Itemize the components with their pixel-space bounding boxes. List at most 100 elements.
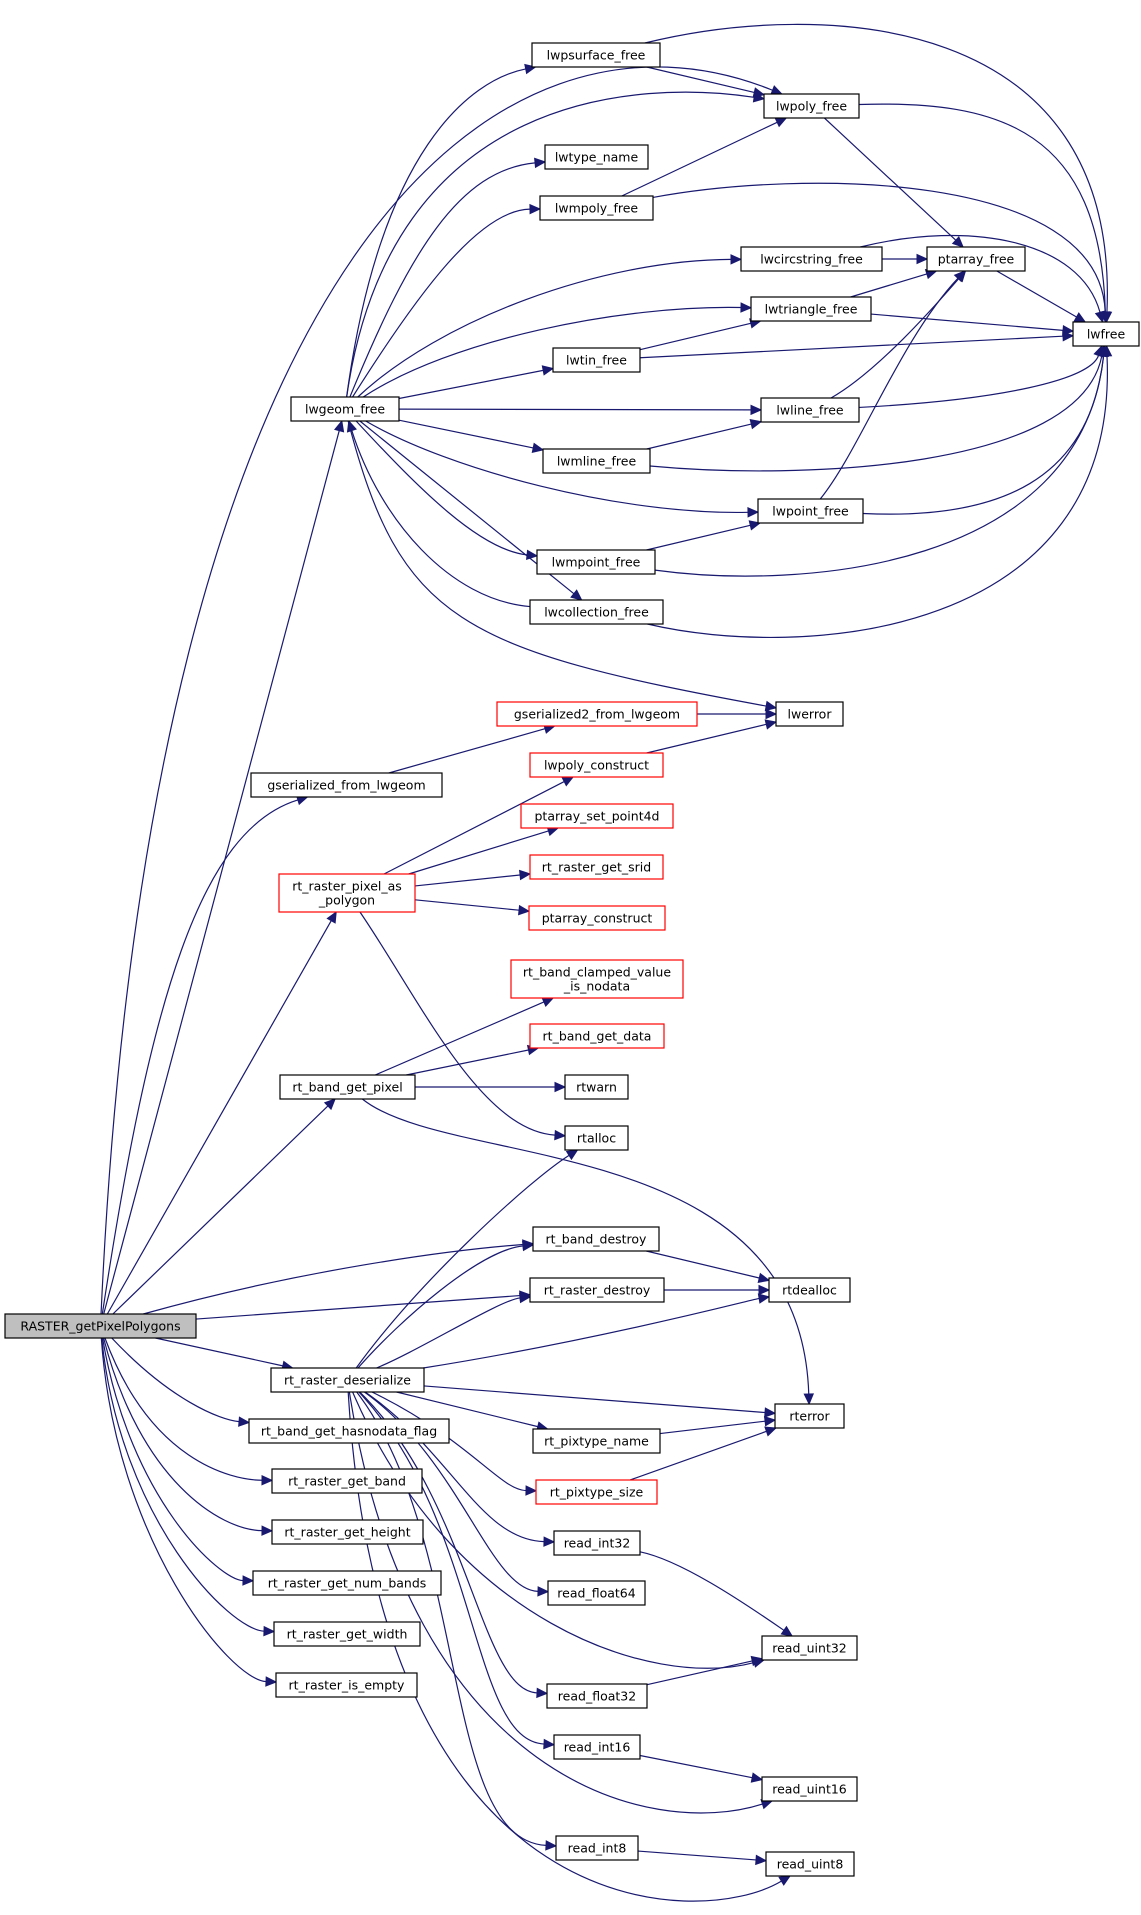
node-rt-band-destroy[interactable]: rt_band_destroy xyxy=(532,1226,660,1252)
node-ptarray-construct[interactable]: ptarray_construct xyxy=(528,905,666,931)
edge-line xyxy=(101,799,299,1315)
node-rt-band-clamped-value-is-nodata[interactable]: rt_band_clamped_value_is_nodata xyxy=(510,959,684,999)
edge-line xyxy=(637,1850,757,1861)
node-label: rterror xyxy=(789,1409,830,1424)
node-read-uint8[interactable]: read_uint8 xyxy=(765,1851,855,1877)
node-box xyxy=(774,1403,845,1429)
node-rt-raster-get-band[interactable]: rt_raster_get_band xyxy=(271,1468,423,1494)
node-lwpoly-construct[interactable]: lwpoly_construct xyxy=(529,752,664,778)
edge-arrowhead xyxy=(519,1292,532,1304)
node-rt-pixtype-name[interactable]: rt_pixtype_name xyxy=(532,1428,661,1454)
node-read-uint16[interactable]: read_uint16 xyxy=(761,1776,858,1802)
node-lwpoly-free[interactable]: lwpoly_free xyxy=(763,93,860,119)
node-rt-band-get-hasnodata-flag[interactable]: rt_band_get_hasnodata_flag xyxy=(248,1418,450,1444)
node-gserialized2-from-lwgeom[interactable]: gserialized2_from_lwgeom xyxy=(496,701,698,727)
node-label: rt_raster_deserialize xyxy=(284,1373,411,1388)
node-rt-raster-is-empty[interactable]: rt_raster_is_empty xyxy=(275,1672,418,1698)
edge-lwgeom-free-to-lwline-free xyxy=(398,404,763,416)
node-read-float64[interactable]: read_float64 xyxy=(547,1580,646,1606)
node-lwmline-free[interactable]: lwmline_free xyxy=(542,448,651,474)
node-lwtriangle-free[interactable]: lwtriangle_free xyxy=(750,296,872,322)
node-rt-raster-deserialize[interactable]: rt_raster_deserialize xyxy=(270,1367,425,1393)
node-label: lwtype_name xyxy=(555,150,639,165)
edge-arrowhead xyxy=(541,365,555,376)
node-rt-raster-get-height[interactable]: rt_raster_get_height xyxy=(271,1519,424,1545)
node-rterror[interactable]: rterror xyxy=(774,1403,845,1429)
node-lwfree[interactable]: lwfree xyxy=(1072,321,1140,347)
node-lwcircstring-free[interactable]: lwcircstring_free xyxy=(740,246,883,272)
node-lwline-free[interactable]: lwline_free xyxy=(760,397,860,423)
node-box xyxy=(273,1621,421,1647)
edge-arrowhead xyxy=(951,235,964,248)
edge-arrowhead xyxy=(757,1272,771,1284)
edge-line xyxy=(870,313,1064,331)
node-label: rt_raster_get_width xyxy=(287,1627,408,1642)
node-lwerror[interactable]: lwerror xyxy=(775,701,844,727)
node-rt-band-get-pixel[interactable]: rt_band_get_pixel xyxy=(279,1074,416,1100)
edge-line xyxy=(646,66,755,94)
edge-lwmline-free-to-lwfree xyxy=(649,344,1107,472)
edge-lwpsurface-free-to-lwpoly-free xyxy=(646,66,766,98)
node-read-int32[interactable]: read_int32 xyxy=(553,1530,641,1556)
node-lwgeom-free[interactable]: lwgeom_free xyxy=(290,396,400,422)
node-ptarray-free[interactable]: ptarray_free xyxy=(926,246,1026,272)
node-lwpoint-free[interactable]: lwpoint_free xyxy=(757,498,864,524)
node-label: lwmpoint_free xyxy=(552,555,641,570)
node-label: rt_raster_get_srid xyxy=(542,860,651,875)
node-lwtype-name[interactable]: lwtype_name xyxy=(544,144,649,170)
node-rt-pixtype-size[interactable]: rt_pixtype_size xyxy=(535,1479,658,1505)
node-read-uint32[interactable]: read_uint32 xyxy=(761,1635,858,1661)
edge-line xyxy=(860,234,1101,313)
node-read-int16[interactable]: read_int16 xyxy=(553,1734,641,1760)
node-box xyxy=(531,42,661,68)
node-rtwarn[interactable]: rtwarn xyxy=(564,1074,629,1100)
node-rt-raster-pixel-as-polygon[interactable]: rt_raster_pixel_as_polygon xyxy=(278,873,416,913)
node-rtdealloc[interactable]: rtdealloc xyxy=(768,1277,851,1303)
node-box xyxy=(279,1074,416,1100)
node-lwmpoly-free[interactable]: lwmpoly_free xyxy=(539,195,654,221)
node-rt-raster-get-width[interactable]: rt_raster_get_width xyxy=(273,1621,421,1647)
node-lwmpoint-free[interactable]: lwmpoint_free xyxy=(536,549,656,575)
edge-line xyxy=(352,208,531,398)
node-box xyxy=(761,1635,858,1661)
node-read-float32[interactable]: read_float32 xyxy=(546,1683,648,1709)
edge-line xyxy=(850,273,928,298)
edge-lwcircstring-free-to-ptarray-free xyxy=(882,253,929,265)
node-rtalloc[interactable]: rtalloc xyxy=(564,1125,629,1151)
node-label: lwtriangle_free xyxy=(765,302,858,317)
edge-lwpoly-free-to-lwfree xyxy=(858,103,1111,324)
node-rt-raster-get-srid[interactable]: rt_raster_get_srid xyxy=(529,854,664,880)
edge-line xyxy=(143,1243,524,1315)
node-box xyxy=(270,1367,425,1393)
node-rt-raster-get-num-bands[interactable]: rt_raster_get_num_bands xyxy=(252,1570,442,1596)
node-label: rt_pixtype_size xyxy=(550,1485,644,1500)
edge-arrowhead xyxy=(534,157,547,169)
edge-arrowhead xyxy=(543,1536,556,1547)
edge-line xyxy=(639,1754,753,1779)
edge-line xyxy=(155,1337,283,1367)
edge-rt-raster-deserialize-to-rterror xyxy=(423,1385,777,1418)
node-lwcollection-free[interactable]: lwcollection_free xyxy=(529,599,664,625)
edge-lwtin-free-to-lwtriangle-free xyxy=(639,318,762,351)
edge-lwgeom-free-to-lwpsurface-free xyxy=(346,63,537,398)
node-read-int8[interactable]: read_int8 xyxy=(555,1835,639,1861)
node-lwtin-free[interactable]: lwtin_free xyxy=(552,347,641,373)
node-label: lwmline_free xyxy=(557,454,637,469)
node-label: ptarray_free xyxy=(938,252,1015,267)
edge-line xyxy=(388,728,546,774)
edge-line xyxy=(351,430,531,608)
node-lwpsurface-free[interactable]: lwpsurface_free xyxy=(531,42,661,68)
edge-arrowhead xyxy=(519,869,532,881)
edge-line xyxy=(652,182,1106,313)
node-gserialized-from-lwgeom[interactable]: gserialized_from_lwgeom xyxy=(250,772,443,798)
edge-arrowhead xyxy=(730,254,743,265)
edge-rt-raster-pixel-as-polygon-to-ptarray-construct xyxy=(414,899,531,916)
node-box xyxy=(553,1734,641,1760)
edge-line xyxy=(414,874,521,887)
node-rt-raster-destroy[interactable]: rt_raster_destroy xyxy=(529,1277,665,1303)
edge-read-float32-to-read-uint32 xyxy=(646,1655,764,1686)
node-ptarray-set-point4d[interactable]: ptarray_set_point4d xyxy=(520,803,674,829)
node-rt-band-get-data[interactable]: rt_band_get_data xyxy=(529,1023,665,1049)
edge-line xyxy=(102,1337,263,1532)
node-label: read_uint16 xyxy=(772,1782,847,1797)
